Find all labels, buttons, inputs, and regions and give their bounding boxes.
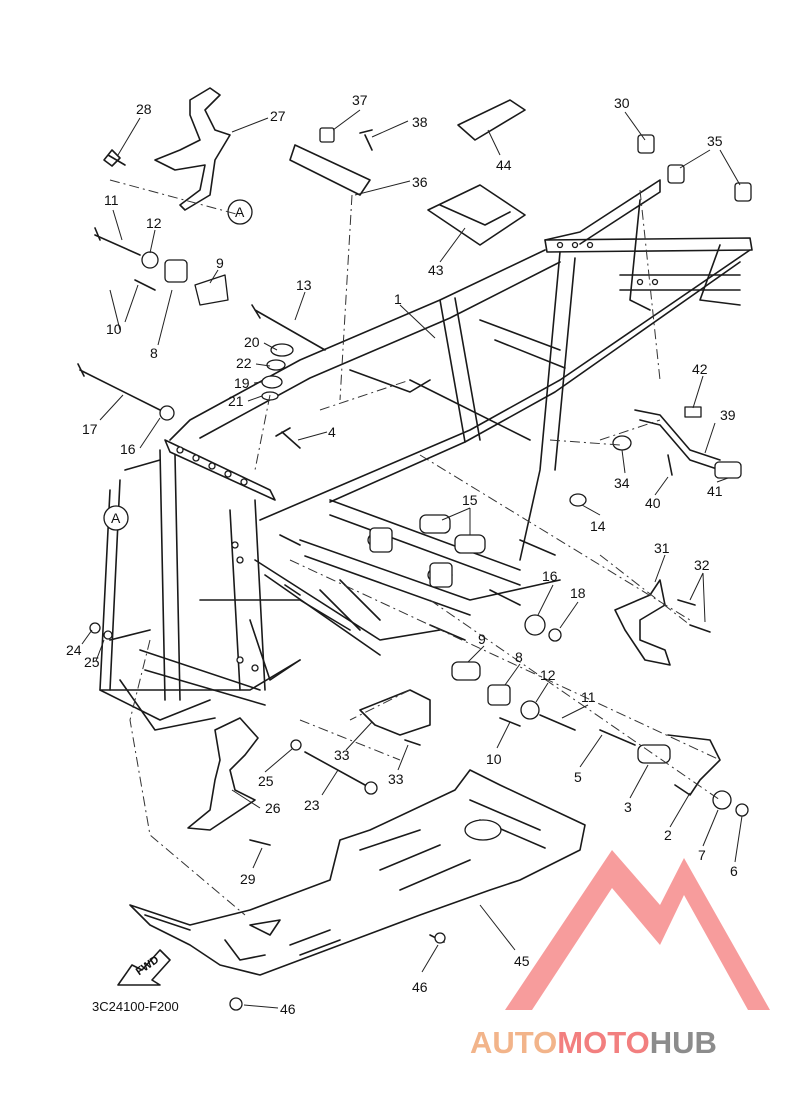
label-6: 6: [730, 863, 738, 879]
label-4: 4: [328, 424, 336, 440]
drawing-code: 3C24100-F200: [92, 999, 179, 1014]
label-11-right: 11: [581, 689, 596, 705]
label-36: 36: [412, 174, 428, 190]
ref-a-top-letter: A: [235, 204, 245, 220]
label-3: 3: [624, 799, 632, 815]
label-31: 32: [694, 557, 710, 573]
label-45: 45: [514, 953, 530, 969]
label-38: 38: [412, 114, 428, 130]
label-24: 24: [66, 642, 82, 658]
label-9-top: 9: [216, 255, 224, 271]
label-17: 17: [82, 421, 98, 437]
label-2: 2: [664, 827, 672, 843]
label-29: 30: [614, 95, 630, 111]
leader-lines: [81, 109, 743, 1009]
ref-a-left-letter: A: [111, 510, 121, 526]
label-30: 31: [654, 540, 670, 556]
watermark-moto: MOTO: [557, 1025, 649, 1060]
fwd-arrow: FWD: [117, 949, 171, 986]
skid-plate: [129, 769, 586, 976]
frame-holes: [176, 241, 659, 672]
label-46-bottom: 46: [280, 1001, 296, 1017]
label-16-left: 16: [120, 441, 136, 457]
label-11-top: 11: [104, 192, 119, 208]
label-12-top: 12: [146, 215, 162, 231]
parts: [77, 87, 752, 1011]
label-25-bottom: 25: [258, 773, 274, 789]
label-21: 21: [228, 393, 244, 409]
label-8-right: 8: [515, 649, 523, 665]
label-8-top: 8: [150, 345, 158, 361]
watermark-hub: HUB: [650, 1025, 717, 1060]
label-9-right: 9: [478, 631, 486, 647]
watermark-auto: AUTO: [470, 1025, 557, 1060]
label-33: 33: [388, 771, 404, 787]
label-1: 1: [394, 291, 402, 307]
label-32: 33: [334, 747, 350, 763]
ref-circle-a-left: [103, 505, 129, 531]
label-25-left: 25: [84, 654, 100, 670]
label-5: 5: [574, 769, 582, 785]
label-43: 43: [428, 262, 444, 278]
label-37: 37: [352, 92, 368, 108]
label-10-right: 10: [486, 751, 502, 767]
label-28-bottom: 29: [240, 871, 256, 887]
label-19: 19: [234, 375, 250, 391]
label-34: 34: [614, 475, 630, 491]
label-13: 13: [296, 277, 312, 293]
label-7: 7: [698, 847, 706, 863]
label-27: 27: [270, 108, 286, 124]
label-23: 23: [304, 797, 320, 813]
label-12-right: 12: [540, 667, 556, 683]
label-15: 15: [462, 492, 478, 508]
label-39: 39: [720, 407, 736, 423]
label-42: 42: [692, 361, 708, 377]
label-18: 18: [570, 585, 586, 601]
label-14: 14: [590, 518, 606, 534]
label-44: 44: [496, 157, 512, 173]
label-28-top: 28: [136, 101, 152, 117]
logo-triangle-mark: [505, 850, 770, 1010]
watermark-text: AUTOMOTOHUB: [470, 1025, 717, 1060]
label-16-right: 16: [542, 568, 558, 584]
label-26: 26: [265, 800, 281, 816]
watermark-logo: [505, 850, 770, 1010]
label-46-mid: 46: [412, 979, 428, 995]
label-35: 35: [707, 133, 723, 149]
part-labels: 28 27 37 38 36 30 35 44 43 11 12 9 10 8 …: [66, 92, 738, 1017]
main-frame: [99, 179, 753, 731]
label-40: 40: [645, 495, 661, 511]
label-41: 41: [707, 483, 723, 499]
label-10-top: 10: [106, 321, 122, 337]
label-20: 20: [244, 334, 260, 350]
center-lines: [109, 179, 721, 916]
label-22: 22: [236, 355, 252, 371]
